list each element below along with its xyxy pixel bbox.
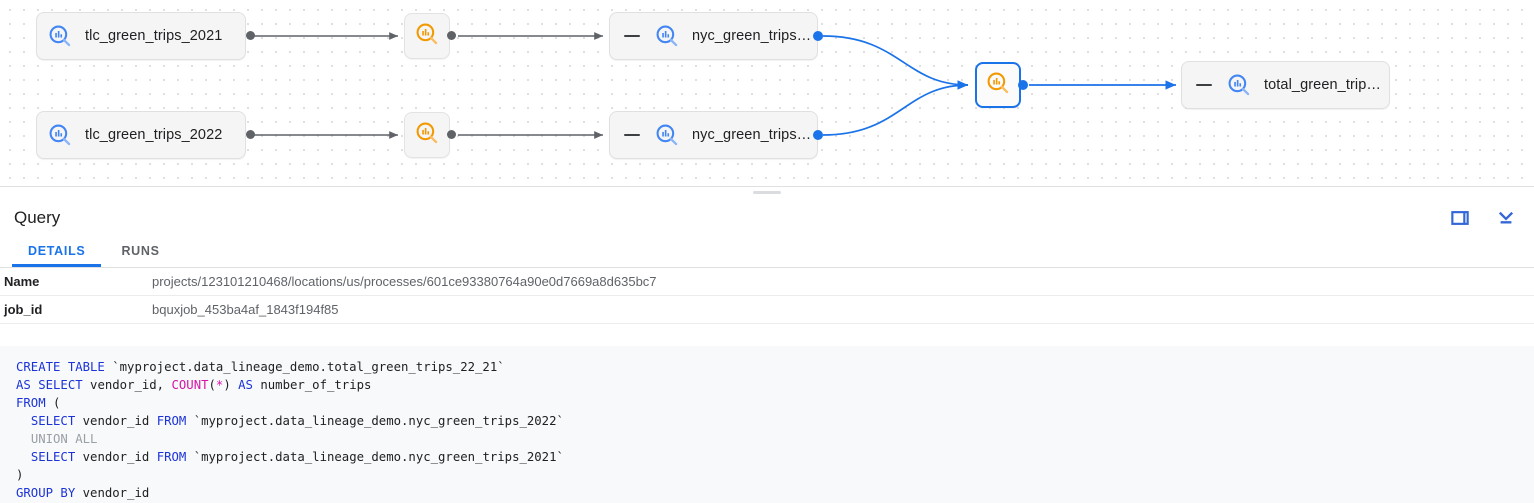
lineage-node-label: tlc_green_trips_2021	[85, 28, 223, 44]
node-output-port[interactable]	[447, 130, 456, 139]
drag-handle-bar[interactable]	[753, 191, 781, 194]
lineage-graph-canvas[interactable]: tlc_green_trips_2021 tlc_green_trips_202…	[0, 0, 1534, 186]
node-output-port[interactable]	[246, 130, 255, 139]
node-output-port[interactable]	[447, 31, 456, 40]
lineage-process-node-selected[interactable]	[975, 62, 1021, 108]
bigquery-process-icon	[414, 21, 440, 52]
bigquery-table-icon	[47, 122, 73, 148]
tab-details[interactable]: DETAILS	[12, 238, 102, 267]
detail-value: bquxjob_453ba4af_1843f194f85	[152, 302, 339, 317]
bigquery-process-icon	[414, 120, 440, 151]
lineage-node-label: tlc_green_trips_2022	[85, 127, 223, 143]
query-detail-panel: Query DETAILS RUNS	[0, 198, 1534, 503]
panel-resize-handle[interactable]	[0, 186, 1534, 198]
lineage-node-nyc-green-trips-2021[interactable]: nyc_green_trips…	[609, 111, 818, 159]
node-output-port[interactable]	[813, 31, 823, 41]
panel-title: Query	[14, 208, 61, 227]
panel-header: Query	[0, 198, 1534, 238]
lineage-node-nyc-green-trips-2022[interactable]: nyc_green_trips…	[609, 12, 818, 60]
node-output-port[interactable]	[246, 31, 255, 40]
bigquery-table-icon	[654, 122, 680, 148]
bigquery-table-icon	[1226, 72, 1252, 98]
lineage-node-total-green-trips[interactable]: total_green_trip…	[1181, 61, 1390, 109]
lineage-node-label: nyc_green_trips…	[692, 127, 812, 143]
lineage-node-tlc-green-trips-2021[interactable]: tlc_green_trips_2021	[36, 12, 246, 60]
lineage-process-node-1[interactable]	[404, 13, 450, 59]
bigquery-table-icon	[47, 23, 73, 49]
lineage-edges	[252, 32, 1176, 139]
collapse-node-icon[interactable]	[1196, 84, 1212, 86]
table-row: job_id bquxjob_453ba4af_1843f194f85	[0, 296, 1534, 324]
lineage-node-label: total_green_trip…	[1264, 77, 1381, 93]
detail-key: job_id	[4, 302, 43, 317]
sql-code-text: CREATE TABLE `myproject.data_lineage_dem…	[16, 360, 564, 500]
collapse-node-icon[interactable]	[624, 134, 640, 136]
split-pane-icon[interactable]	[1448, 206, 1472, 230]
lineage-process-node-2[interactable]	[404, 112, 450, 158]
node-output-port[interactable]	[1018, 80, 1028, 90]
sql-query-block[interactable]: CREATE TABLE `myproject.data_lineage_dem…	[0, 346, 1534, 503]
collapse-node-icon[interactable]	[624, 35, 640, 37]
detail-key: Name	[4, 274, 40, 289]
bigquery-table-icon	[654, 23, 680, 49]
lineage-node-tlc-green-trips-2022[interactable]: tlc_green_trips_2022	[36, 111, 246, 159]
bigquery-process-icon	[985, 70, 1011, 101]
panel-tabs: DETAILS RUNS	[0, 238, 1534, 268]
panel-actions	[1448, 206, 1518, 230]
tab-runs[interactable]: RUNS	[121, 244, 160, 258]
collapse-panel-icon[interactable]	[1494, 206, 1518, 230]
node-output-port[interactable]	[813, 130, 823, 140]
detail-value: projects/123101210468/locations/us/proce…	[152, 274, 657, 289]
table-row: Name projects/123101210468/locations/us/…	[0, 268, 1534, 296]
details-table: Name projects/123101210468/locations/us/…	[0, 268, 1534, 324]
lineage-node-label: nyc_green_trips…	[692, 28, 812, 44]
